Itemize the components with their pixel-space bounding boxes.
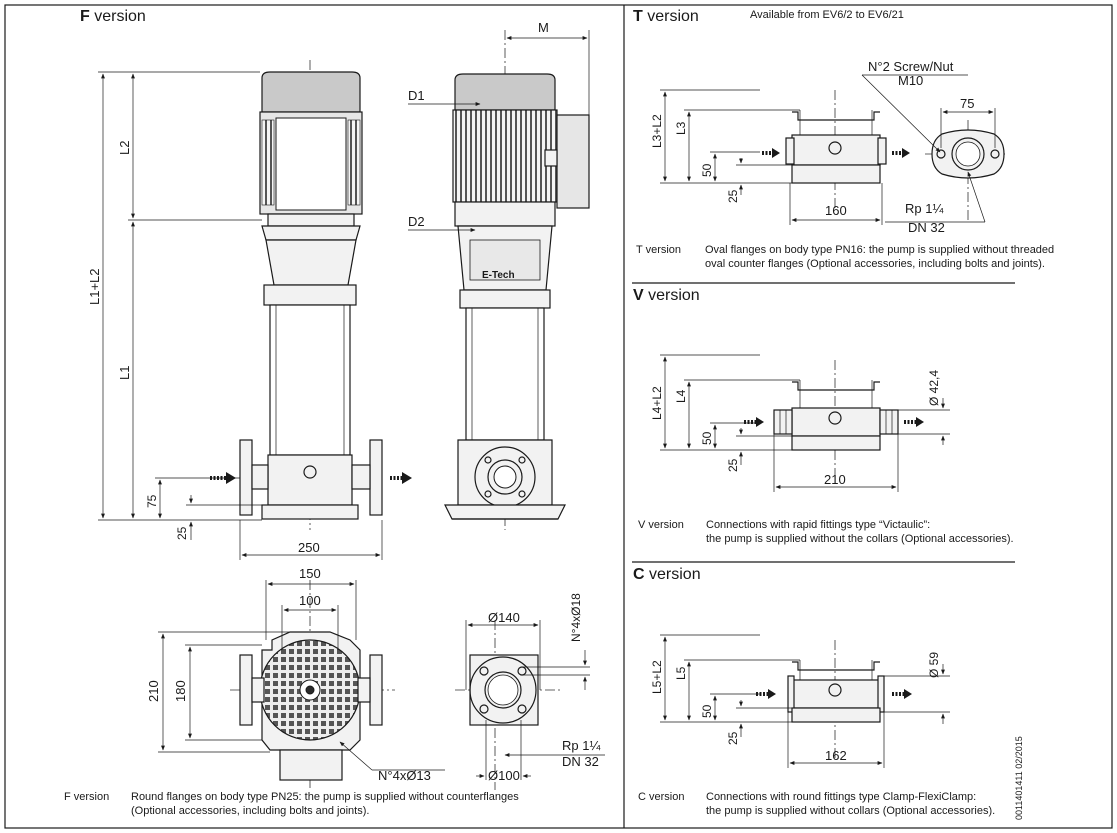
c-version-title: C version [633, 566, 701, 583]
dim-c-25: 25 [726, 731, 740, 745]
lantern-bracket [265, 239, 357, 286]
dim-180: 180 [173, 680, 188, 702]
v-caption-label: V version [638, 519, 684, 531]
c-version-drawing [660, 634, 950, 768]
dim-250: 250 [298, 540, 320, 555]
side-motor-fins [452, 109, 558, 203]
front-view-pump [98, 60, 412, 560]
c-caption-label: C version [638, 791, 685, 803]
dim-L5-L2: L5+L2 [650, 660, 664, 694]
dim-dn-t: DN 32 [908, 220, 945, 235]
dim-D2: D2 [408, 214, 425, 229]
c-caption-text: Connections with round fittings type Cla… [706, 791, 996, 817]
dim-phi140: Ø140 [488, 610, 520, 625]
dim-L5: L5 [674, 666, 688, 680]
top-terminal-box [279, 749, 343, 781]
dim-L4: L4 [674, 389, 688, 403]
dim-dn-f: DN 32 [562, 754, 599, 769]
brand-label: E-Tech [482, 270, 515, 281]
dim-t-25: 25 [726, 189, 740, 203]
dim-rp-t: Rp 1¼ [905, 201, 943, 216]
side-view-pump [408, 30, 590, 530]
f-caption-text: Round flanges on body type PN25: the pum… [131, 791, 519, 817]
dim-t-75: 75 [960, 96, 974, 111]
dim-c-phi: Ø 59 [927, 652, 941, 678]
clamp-outlet [877, 675, 885, 713]
motor-lantern [261, 225, 361, 241]
t-availability: Available from EV6/2 to EV6/21 [750, 9, 904, 21]
dim-holes-13: N°4xØ13 [378, 768, 431, 783]
document-code: 0011401411 02/2015 [1014, 736, 1024, 820]
dim-25: 25 [175, 526, 189, 540]
dim-t-50: 50 [700, 163, 714, 177]
dim-L1: L1 [117, 366, 132, 380]
v-version-title: V version [633, 287, 700, 304]
sheet-frame [4, 4, 1113, 829]
f-version-title: F version [80, 8, 146, 25]
v-caption-text: Connections with rapid fittings type “Vi… [706, 519, 1014, 545]
dim-L1-L2: L1+L2 [87, 268, 102, 305]
dim-L3-L2: L3+L2 [650, 114, 664, 148]
clamp-inlet [787, 675, 795, 713]
dim-c-50: 50 [700, 704, 714, 718]
top-head [263, 284, 357, 306]
dim-L4-L2: L4+L2 [650, 386, 664, 420]
dim-L3: L3 [674, 121, 688, 135]
f-caption-label: F version [64, 791, 110, 803]
dim-phi100: Ø100 [488, 768, 520, 783]
screw-label-2: M10 [898, 73, 923, 88]
dim-75: 75 [145, 494, 159, 508]
dim-v-phi: Ø 42,4 [927, 370, 941, 406]
dim-v-25: 25 [726, 458, 740, 472]
victaulic-outlet [879, 409, 899, 435]
dim-L2: L2 [117, 141, 132, 155]
terminal-box [556, 114, 590, 209]
top-view-pump [158, 580, 445, 790]
dim-c-162: 162 [825, 748, 847, 763]
t-caption-label: T version [636, 244, 682, 256]
dim-210: 210 [146, 680, 161, 702]
motor-fan-cover [261, 71, 361, 113]
victaulic-inlet [773, 409, 793, 435]
dim-M: M [538, 20, 549, 35]
t-version-title: T version [633, 8, 699, 25]
dim-150: 150 [299, 566, 321, 581]
dim-holes-18: N°4xØ18 [569, 593, 583, 642]
dim-D1: D1 [408, 88, 425, 103]
screw-label-1: N°2 Screw/Nut [868, 59, 954, 74]
outlet-flange [369, 439, 383, 516]
dim-rp-f: Rp 1¼ [562, 738, 600, 753]
side-motor-cap [454, 73, 556, 111]
dim-v-210: 210 [824, 472, 846, 487]
flange-detail [455, 620, 605, 790]
t-caption-text: Oval flanges on body type PN16: the pump… [705, 244, 1055, 270]
pump-base [267, 454, 353, 506]
outlet-flow-arrow [390, 472, 412, 484]
dim-v-50: 50 [700, 431, 714, 445]
v-version-drawing [660, 354, 950, 492]
pump-sleeve [269, 304, 351, 456]
dim-100: 100 [299, 593, 321, 608]
dim-t-160: 160 [825, 203, 847, 218]
pump-foot [261, 504, 359, 520]
t-version-drawing [660, 74, 1005, 225]
inlet-flange [239, 439, 253, 516]
